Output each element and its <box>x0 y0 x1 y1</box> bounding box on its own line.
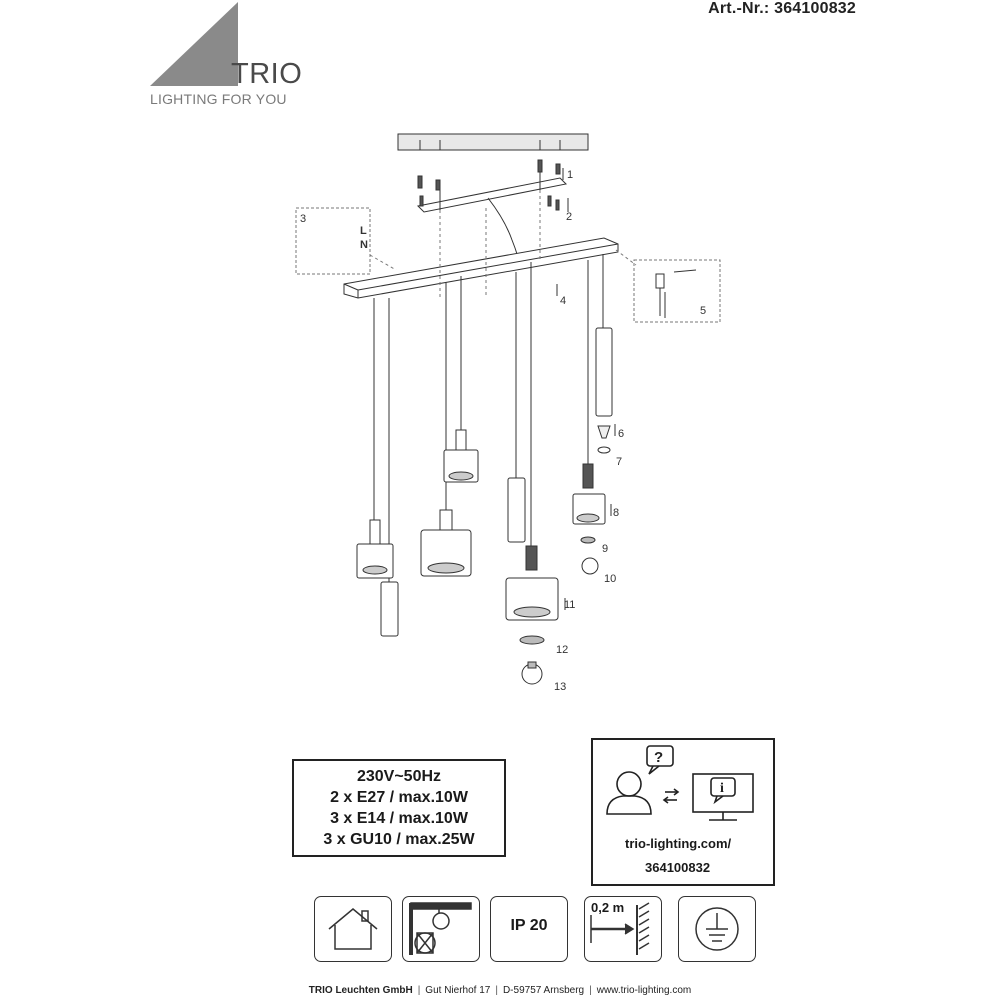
neutral-label: N <box>360 239 368 251</box>
footer-website[interactable]: www.trio-lighting.com <box>596 985 692 996</box>
spec-e14: 3 x E14 / max.10W <box>330 810 468 827</box>
callout-5: 5 <box>700 305 706 317</box>
footer-address: Gut Nierhof 17 <box>425 985 491 996</box>
callout-1: 1 <box>567 169 573 181</box>
callout-7: 7 <box>616 456 622 468</box>
question-mark-icon: ? <box>654 749 663 766</box>
brand-name: TRIO <box>231 58 303 90</box>
info-url-line1[interactable]: trio-lighting.com/ <box>625 836 732 851</box>
info-icon: i <box>720 781 724 796</box>
user-info-illustration: ? i <box>606 745 754 821</box>
callout-6: 6 <box>618 428 624 440</box>
spec-e27: 2 x E27 / max.10W <box>330 789 468 806</box>
callout-11: 11 <box>564 599 575 611</box>
no-insulation-cover-icon <box>402 896 480 962</box>
footer-company: TRIO Leuchten GmbH <box>308 985 413 996</box>
electrical-specs-box: 230V~50Hz 2 x E27 / max.10W 3 x E14 / ma… <box>292 759 506 857</box>
callout-8: 8 <box>613 507 619 519</box>
callout-10: 10 <box>604 573 616 585</box>
online-info-box: ? i trio-lighting.com/ 364100832 <box>591 738 775 886</box>
ip-rating-label: IP 20 <box>510 917 548 934</box>
brand-tagline: LIGHTING FOR YOU <box>150 91 287 107</box>
minimum-distance-icon: 0,2 m <box>584 896 662 962</box>
assembly-diagram: L N 1 2 3 4 5 6 7 8 9 10 11 12 13 <box>295 133 721 693</box>
callout-3: 3 <box>300 213 306 225</box>
callout-12: 12 <box>556 644 568 656</box>
ip20-icon: IP 20 <box>490 896 568 962</box>
callout-9: 9 <box>602 543 608 555</box>
spec-voltage: 230V~50Hz <box>356 768 442 785</box>
footer: TRIO Leuchten GmbH|Gut Nierhof 17|D-5975… <box>308 985 692 996</box>
distance-label: 0,2 m <box>591 900 625 915</box>
indoor-use-icon <box>314 896 392 962</box>
trio-logo-triangle-icon <box>150 2 238 86</box>
footer-city: D-59757 Arnsberg <box>502 985 585 996</box>
article-number: Art.-Nr.: 364100832 <box>708 0 856 17</box>
callout-4: 4 <box>560 295 566 307</box>
info-url-line2: 364100832 <box>645 860 711 875</box>
callout-2: 2 <box>566 211 572 223</box>
callout-13: 13 <box>554 681 566 693</box>
protective-earth-icon <box>678 896 756 962</box>
live-label: L <box>360 225 367 237</box>
spec-gu10: 3 x GU10 / max.25W <box>323 831 475 848</box>
